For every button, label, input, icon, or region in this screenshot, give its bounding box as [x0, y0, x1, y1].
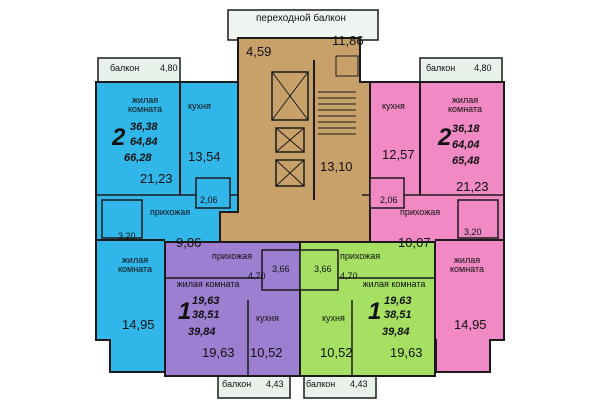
right-area-3: 65,48	[452, 155, 480, 167]
right-balcony-label: балкон	[426, 63, 456, 73]
right-balcony-area: 4,80	[474, 63, 492, 73]
purple-wc-area: 3,66	[272, 264, 290, 274]
purple-balcony-area: 4,43	[266, 379, 284, 389]
green-balcony-area: 4,43	[350, 379, 368, 389]
purple-area-2: 38,51	[192, 309, 220, 321]
green-living-area: 19,63	[390, 345, 423, 360]
left-room-count: 2	[112, 124, 126, 151]
left-area-2: 64,84	[130, 136, 158, 148]
right-bath-area: 2,06	[380, 195, 398, 205]
right-living2-area: 14,95	[454, 317, 487, 332]
left-living2-label: жилая комната	[117, 255, 153, 275]
left-area-1: 36,38	[130, 121, 158, 133]
purple-bath-area: 4,70	[248, 271, 266, 281]
left-living2-area: 14,95	[122, 317, 155, 332]
left-balcony-label: балкон	[110, 63, 140, 73]
green-hall-label: прихожая	[340, 251, 381, 261]
right-living-label: жилая комната	[447, 95, 483, 115]
green-living-label: жилая комната	[362, 279, 426, 289]
purple-living-area: 19,63	[202, 345, 235, 360]
right-living2-label: жилая комната	[449, 255, 485, 275]
green-area-1: 19,63	[384, 295, 412, 307]
purple-hall-label: прихожая	[212, 251, 253, 261]
green-area-3: 39,84	[382, 326, 410, 338]
left-kitchen-label: кухня	[188, 101, 211, 111]
right-hall-label: прихожая	[400, 207, 441, 217]
green-area-2: 38,51	[384, 309, 412, 321]
transit-balcony-label: переходной балкон	[256, 13, 346, 24]
left-kitchen-area: 13,54	[188, 149, 221, 164]
right-area-1: 36,18	[452, 123, 480, 135]
left-area-3: 66,28	[124, 152, 152, 164]
balcony-area-top: 11,86	[332, 33, 364, 48]
left-hall-area: 9,86	[176, 235, 202, 250]
right-area-2: 64,04	[452, 139, 480, 151]
right-kitchen-label: кухня	[382, 101, 405, 111]
stair-flight	[318, 91, 356, 135]
green-kitchen-area: 10,52	[320, 345, 353, 360]
left-hall-label: прихожая	[150, 207, 191, 217]
right-room-count: 2	[438, 124, 452, 151]
purple-kitchen-area: 10,52	[250, 345, 283, 360]
purple-area-3: 39,84	[188, 326, 216, 338]
right-hall-area: 10,07	[398, 235, 431, 250]
left-living-area: 21,23	[140, 171, 173, 186]
purple-kitchen-label: кухня	[256, 313, 279, 323]
purple-area-1: 19,63	[192, 295, 220, 307]
green-wc-area: 3,66	[314, 264, 332, 274]
stair-area: 13,10	[320, 159, 353, 174]
left-living-label: жилая комната	[127, 95, 163, 115]
transit-balcony	[227, 9, 379, 41]
left-balcony-area: 4,80	[160, 63, 178, 73]
green-bath-area: 4,70	[340, 271, 358, 281]
green-balcony-label: балкон	[306, 379, 336, 389]
right-kitchen-area: 12,57	[382, 147, 415, 162]
left-bath-area: 2,06	[200, 195, 218, 205]
purple-room-count: 1	[178, 298, 192, 325]
green-kitchen-label: кухня	[322, 313, 345, 323]
purple-balcony-label: балкон	[222, 379, 252, 389]
purple-living-label: жилая комната	[176, 279, 240, 289]
right-wc-area: 3,20	[464, 227, 482, 237]
right-living-area: 21,23	[456, 179, 489, 194]
left-wc-area: 3,20	[118, 231, 136, 241]
green-room-count: 1	[368, 298, 382, 325]
lobby-area: 4,59	[246, 44, 272, 59]
